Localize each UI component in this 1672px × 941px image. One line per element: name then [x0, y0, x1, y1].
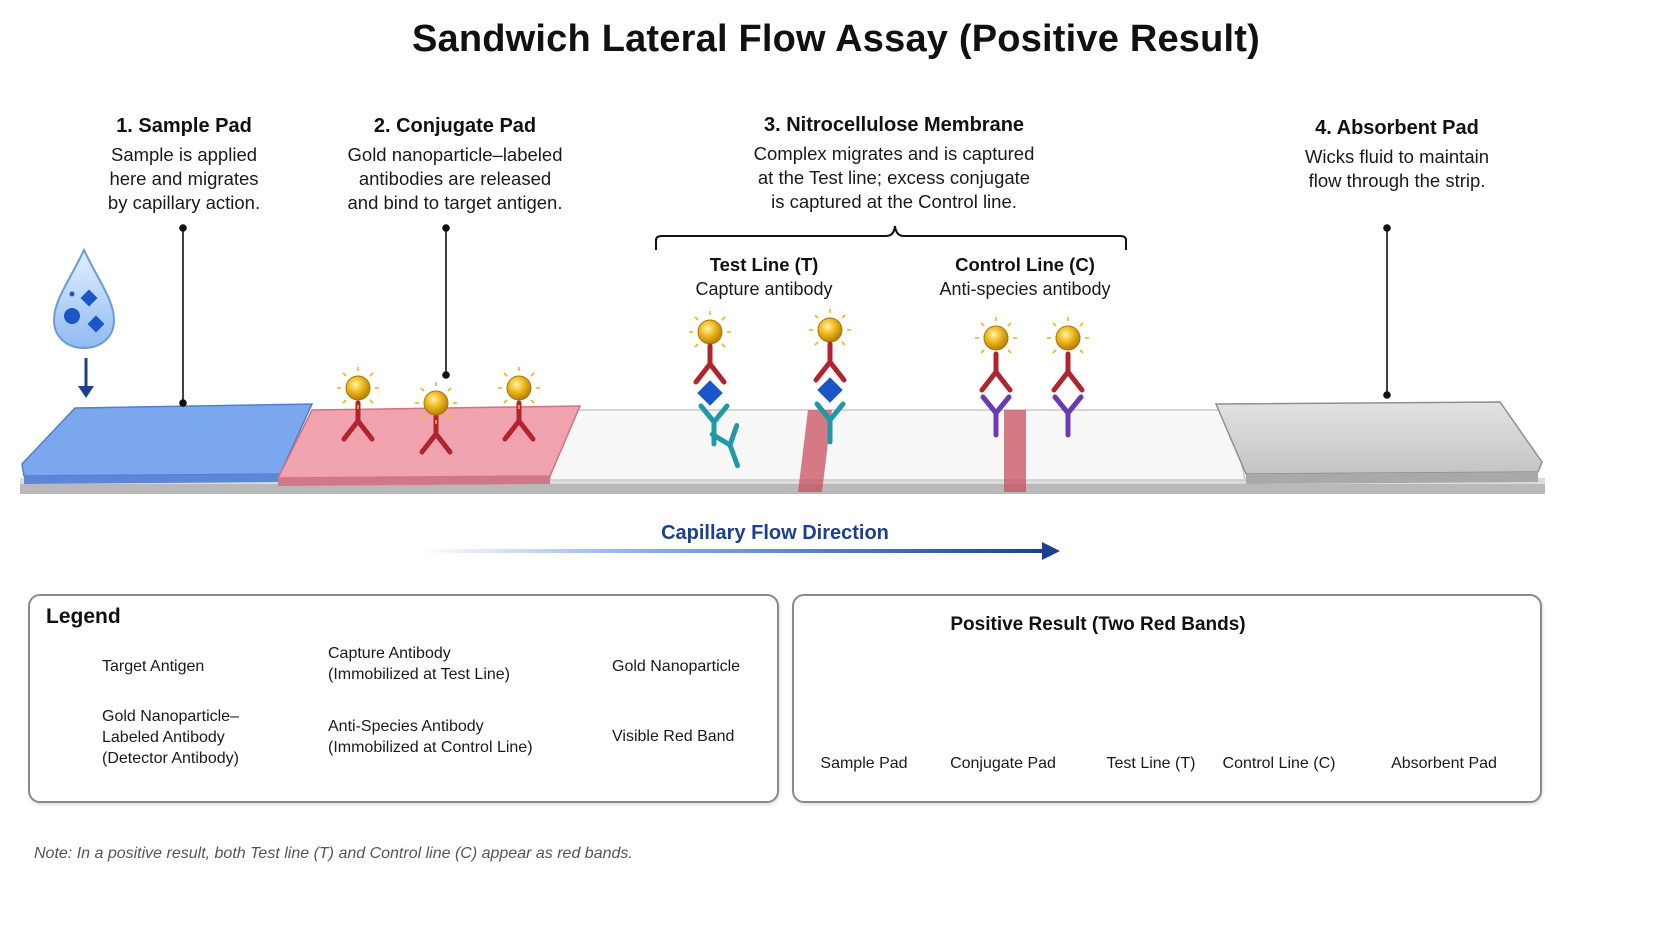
result-label-test-line: Test Line (T)	[1106, 755, 1196, 772]
legend-label: Labeled Antibody	[102, 729, 225, 746]
legend-label: Capture Antibody	[328, 645, 451, 662]
stage-line: Wicks fluid to maintain	[1304, 146, 1490, 167]
result-box	[792, 594, 1542, 803]
target-antigen-icon	[697, 380, 723, 406]
drop-arrow-icon	[78, 358, 94, 398]
stage-description: Gold nanoparticle–labeled antibodies are…	[310, 143, 600, 215]
legend-label: Visible Red Band	[612, 728, 735, 745]
test-line-heading: Test Line (T)	[709, 254, 819, 275]
footnote: Note: In a positive result, both Test li…	[34, 845, 633, 862]
absorbent-pad	[1214, 401, 1543, 475]
control-line-band	[1004, 410, 1026, 492]
stage-line: is captured at the Control line.	[771, 191, 1017, 212]
test-line-complexes	[689, 309, 851, 470]
legend-item-red-band: Visible Red Band	[612, 726, 734, 747]
stage-sample-pad: 1. Sample Pad Sample is applied here and…	[62, 115, 306, 215]
stage-line: and bind to target antigen.	[347, 192, 563, 213]
legend-item-detector-antibody: Gold Nanoparticle– Labeled Antibody (Det…	[102, 706, 239, 769]
legend-label: (Immobilized at Control Line)	[328, 739, 533, 756]
stage-absorbent-pad: 4. Absorbent Pad Wicks fluid to maintain…	[1267, 117, 1527, 193]
legend-label: Gold Nanoparticle–	[102, 708, 239, 725]
flow-direction-arrow	[420, 542, 1060, 560]
stage-line: Complex migrates and is captured	[753, 143, 1035, 164]
page-title: Sandwich Lateral Flow Assay (Positive Re…	[411, 18, 1261, 60]
test-line-band	[798, 410, 832, 492]
stage-line: Sample is applied	[110, 144, 258, 165]
stage-conjugate-pad: 2. Conjugate Pad Gold nanoparticle–label…	[310, 115, 600, 215]
absorbent-pad-edge	[1246, 472, 1538, 484]
strip-backing-top	[20, 478, 1545, 484]
stage-heading: 1. Sample Pad	[116, 115, 252, 137]
stage-line: here and migrates	[109, 168, 259, 189]
stage-heading: 3. Nitrocellulose Membrane	[763, 114, 1025, 136]
conjugate-pad-edge	[278, 476, 550, 486]
result-title: Positive Result (Two Red Bands)	[950, 614, 1246, 635]
sample-pad	[21, 403, 314, 477]
legend-item-target-antigen: Target Antigen	[102, 656, 204, 677]
stage-description: Wicks fluid to maintain flow through the…	[1267, 145, 1527, 193]
sample-drop-icon	[52, 247, 116, 350]
control-line-heading: Control Line (C)	[955, 254, 1095, 275]
detector-antibody	[982, 354, 1010, 390]
result-label-control-line: Control Line (C)	[1222, 755, 1336, 772]
flow-direction-label: Capillary Flow Direction	[661, 522, 889, 544]
test-strip	[20, 401, 1545, 494]
legend-label: Anti-Species Antibody	[328, 718, 484, 735]
stage-line: Gold nanoparticle–labeled	[347, 144, 563, 165]
target-antigen-icon	[817, 377, 843, 403]
control-line-label: Control Line (C) Anti-species antibody	[910, 254, 1140, 300]
test-line-description: Capture antibody	[695, 279, 833, 299]
legend-label: Gold Nanoparticle	[612, 658, 741, 675]
legend-title: Legend	[46, 605, 121, 628]
stage-heading: 4. Absorbent Pad	[1315, 117, 1479, 139]
result-label-sample-pad: Sample Pad	[820, 755, 908, 772]
detector-antibody	[1054, 354, 1082, 390]
detector-antibody	[696, 346, 724, 382]
legend-label: Target Antigen	[102, 658, 205, 675]
result-label-conjugate-pad: Conjugate Pad	[950, 755, 1056, 772]
stage-description: Complex migrates and is captured at the …	[714, 142, 1074, 214]
stage-line: by capillary action.	[107, 192, 261, 213]
membrane-brace	[655, 225, 1127, 250]
stage-description: Sample is applied here and migrates by c…	[62, 143, 306, 215]
stage-membrane: 3. Nitrocellulose Membrane Complex migra…	[714, 114, 1074, 214]
legend-label: (Detector Antibody)	[102, 750, 239, 767]
test-line-label: Test Line (T) Capture antibody	[664, 254, 864, 300]
stage-line: antibodies are released	[358, 168, 552, 189]
detector-antibody	[816, 344, 844, 380]
legend-item-capture-antibody: Capture Antibody (Immobilized at Test Li…	[328, 643, 510, 685]
legend-label: (Immobilized at Test Line)	[328, 666, 510, 683]
legend-item-gold-nanoparticle: Gold Nanoparticle	[612, 656, 740, 677]
stage-line: flow through the strip.	[1308, 170, 1486, 191]
control-line-description: Anti-species antibody	[939, 279, 1111, 299]
membrane	[549, 409, 1246, 481]
legend-box	[28, 594, 779, 803]
result-label-absorbent-pad: Absorbent Pad	[1391, 755, 1497, 772]
legend-item-anti-species-antibody: Anti-Species Antibody (Immobilized at Co…	[328, 716, 533, 758]
callout-lines	[179, 224, 1391, 407]
sample-pad-edge	[24, 474, 280, 484]
stage-line: at the Test line; excess conjugate	[757, 167, 1031, 188]
stage-heading: 2. Conjugate Pad	[373, 115, 537, 137]
